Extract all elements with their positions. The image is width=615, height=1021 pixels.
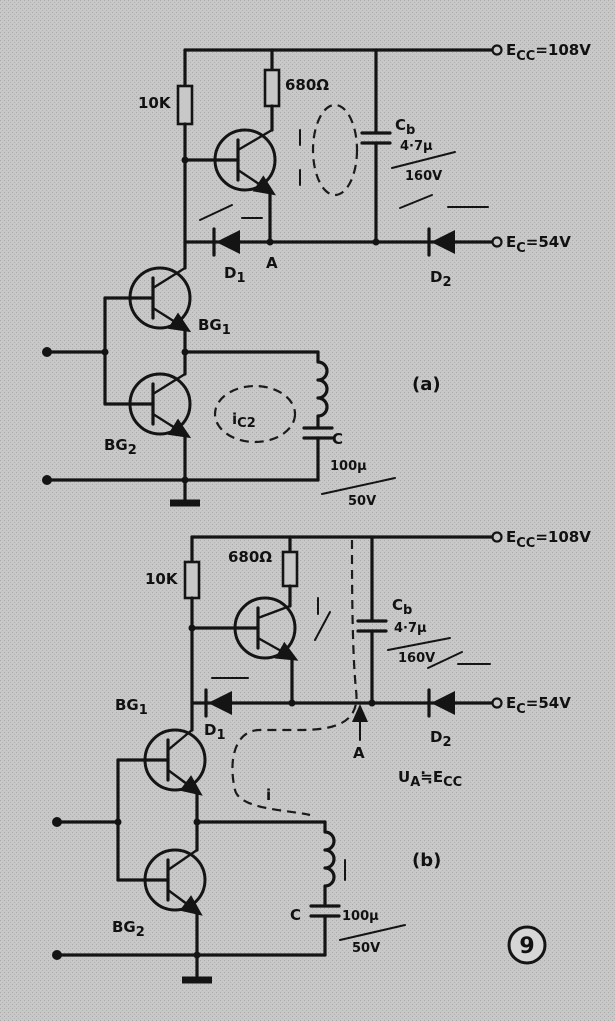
junction (368, 699, 376, 707)
resistor-10k-a (176, 84, 194, 126)
input-terminal-b (52, 950, 62, 960)
switch-mark (427, 651, 463, 669)
diode-d2-a (431, 230, 455, 254)
junction (181, 156, 189, 164)
bg2-label-a: BG2 (104, 436, 137, 458)
loop-current-a (311, 103, 359, 197)
ec-terminal-b (491, 697, 503, 709)
caption-b: (b) (412, 850, 441, 871)
bg2-label-b: BG2 (112, 918, 145, 940)
mark (391, 151, 456, 169)
ecc-terminal-b (491, 531, 503, 543)
input-terminal-b (52, 817, 62, 827)
resistor-680-a (263, 68, 281, 108)
emitter-arrow (166, 888, 203, 916)
r1-label-a: 10K (138, 94, 172, 112)
figure-number-badge (507, 925, 547, 965)
diode-d1-a (216, 230, 240, 254)
cb-value-a: 4·7μ (400, 139, 433, 154)
input-terminal-a (42, 347, 52, 357)
junction (372, 238, 380, 246)
wire (151, 372, 187, 396)
resistor-680-b (281, 550, 299, 588)
emitter-arrow (236, 168, 276, 196)
wire (256, 604, 292, 620)
cb-label-b: Cb (392, 596, 412, 618)
c-volt-a: 50V (348, 494, 376, 509)
ecc-label-a: ECC=108V (506, 41, 591, 64)
inductor-b (323, 820, 336, 906)
ecc-label-b: ECC=108V (506, 528, 591, 551)
inductor-a (316, 350, 329, 428)
d2-label-a: D2 (430, 268, 452, 290)
switch-mark (314, 611, 331, 641)
ec-label-b: EC=54V (506, 694, 571, 717)
wire (166, 728, 194, 752)
ec-label-a: EC=54V (506, 233, 571, 256)
emitter-arrow (256, 636, 299, 661)
wire (236, 128, 274, 152)
loop-current-ic2 (213, 384, 297, 444)
i-label: i (266, 786, 271, 804)
mark (339, 924, 406, 941)
node-a-label-b: A (353, 744, 365, 762)
ic2-label: iC2 (232, 410, 256, 431)
switch-mark (399, 194, 433, 209)
input-terminal-a (42, 475, 52, 485)
current-path-i (231, 539, 358, 817)
circuit-a: ECC=108V 10K 680Ω Cb 4·7μ 160V (42, 41, 591, 509)
cb-volt-a: 160V (405, 169, 442, 184)
c-value-a: 100μ (330, 459, 367, 474)
junction (288, 699, 296, 707)
diode-d2-b (431, 691, 455, 715)
circuit-b: ECC=108V 10K 680Ω Cb 4·7μ 160V (52, 528, 591, 984)
ecc-terminal-a (491, 44, 503, 56)
junction (114, 818, 122, 826)
ec-terminal-a (491, 236, 503, 248)
cb-volt-b: 160V (398, 651, 435, 666)
junction (188, 624, 196, 632)
emitter-arrow (151, 306, 192, 333)
d1-label-a: D1 (224, 264, 246, 286)
r2-label-a: 680Ω (285, 76, 329, 94)
r2-label-b: 680Ω (228, 548, 272, 566)
cb-value-b: 4·7μ (394, 621, 427, 636)
c-label-a: C (332, 430, 343, 448)
caption-a: (a) (412, 374, 441, 395)
c-value-b: 100μ (342, 909, 379, 924)
cb-label-a: Cb (395, 116, 415, 138)
junction (266, 238, 274, 246)
mark (387, 637, 451, 651)
junction (101, 348, 109, 356)
node-a-label-a: A (266, 254, 278, 272)
mark (321, 477, 396, 495)
ua-label: UA≒ECC (398, 768, 462, 790)
wire (151, 266, 187, 290)
c-label-b: C (290, 906, 301, 924)
wire (166, 848, 199, 872)
figure-number: 9 (519, 934, 534, 959)
emitter-arrow (166, 768, 203, 796)
r1-label-b: 10K (145, 570, 179, 588)
resistor-10k-b (183, 560, 201, 600)
switch-mark (199, 204, 233, 221)
diode-d1-b (208, 691, 232, 715)
junction (193, 951, 201, 959)
d2-label-b: D2 (430, 728, 452, 750)
c-volt-b: 50V (352, 941, 380, 956)
emitter-arrow (151, 412, 192, 439)
bg1-label-b: BG1 (115, 696, 148, 718)
d1-label-b: D1 (204, 721, 226, 743)
junction (181, 476, 189, 484)
bg1-label-a: BG1 (198, 316, 231, 338)
